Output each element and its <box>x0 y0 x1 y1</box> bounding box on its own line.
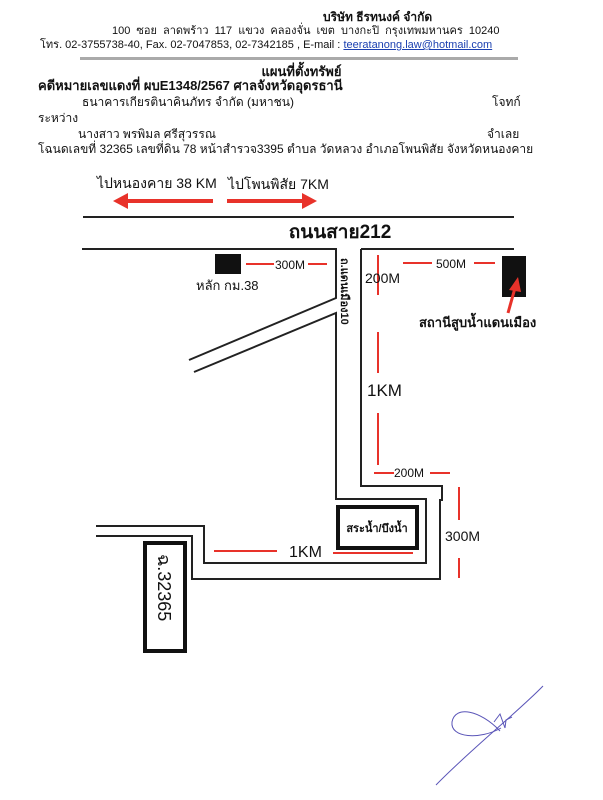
distance-200m-a: 200M <box>365 270 400 286</box>
contact-text: โทร. 02-3755738-40, Fax. 02-7047853, 02-… <box>40 39 344 51</box>
between-label: ระหว่าง <box>38 111 79 125</box>
email-link[interactable]: teeratanong.law@hotmail.com <box>343 39 493 51</box>
km-post-label: หลัก กม.38 <box>196 278 259 293</box>
distance-200m-b: 200M <box>394 466 424 480</box>
station-arrow-icon <box>506 277 521 314</box>
direction-left-label: ไปหนองคาย 38 KM <box>96 175 217 191</box>
side-road-edge <box>96 249 443 580</box>
parcel-marker <box>143 541 187 653</box>
deed-info: โฉนดเลขที่ 32365 เลขที่ดิน 78 หน้าสำรวจ3… <box>38 142 534 156</box>
arrow-right-icon <box>227 193 317 209</box>
company-address: 100 ซอย ลาดพร้าว 117 แขวง คลองจั่น เขต บ… <box>112 25 500 37</box>
document-title: แผนที่ตั้งทรัพย์ <box>261 64 342 79</box>
direction-right-label: ไปโพนพิสัย 7KM <box>227 176 329 192</box>
signature <box>435 685 544 786</box>
pond-marker <box>336 505 419 550</box>
plaintiff-role: โจทก์ <box>492 95 521 109</box>
km-post-distance: 300M <box>275 258 305 272</box>
distance-1km-b: 1KM <box>289 544 322 561</box>
main-road-label: ถนนสาย212 <box>289 222 392 243</box>
station-label: สถานีสูบน้ำแดนเมือง <box>419 312 536 331</box>
km-post-marker <box>215 254 241 274</box>
header-divider <box>80 57 518 60</box>
company-contact: โทร. 02-3755738-40, Fax. 02-7047853, 02-… <box>40 40 492 51</box>
side-road-edge <box>96 311 427 564</box>
distance-300m: 300M <box>445 528 480 544</box>
arrow-left-icon <box>113 193 213 209</box>
parcel-label: ฉ.32365 <box>154 554 174 621</box>
company-name: บริษัท ธีรทนงค์ จำกัด <box>323 10 433 24</box>
defendant-role: จำเลย <box>487 127 520 141</box>
defendant-name: นางสาว พรพิมล ศรีสุวรรณ <box>78 127 216 141</box>
case-number: คดีหมายเลขแดงที่ ผบE1348/2567 ศาลจังหวัด… <box>38 78 343 93</box>
side-road-label: ถ.แดนเมือง10 <box>338 258 351 325</box>
pond-label: สระน้ำ/บึงน้ำ <box>346 520 407 535</box>
side-road-edge <box>188 249 337 361</box>
distance-1km-a: 1KM <box>367 381 402 400</box>
station-distance: 500M <box>436 257 466 271</box>
plaintiff-name: ธนาคารเกียรตินาคินภัทร จำกัด (มหาชน) <box>82 95 294 109</box>
